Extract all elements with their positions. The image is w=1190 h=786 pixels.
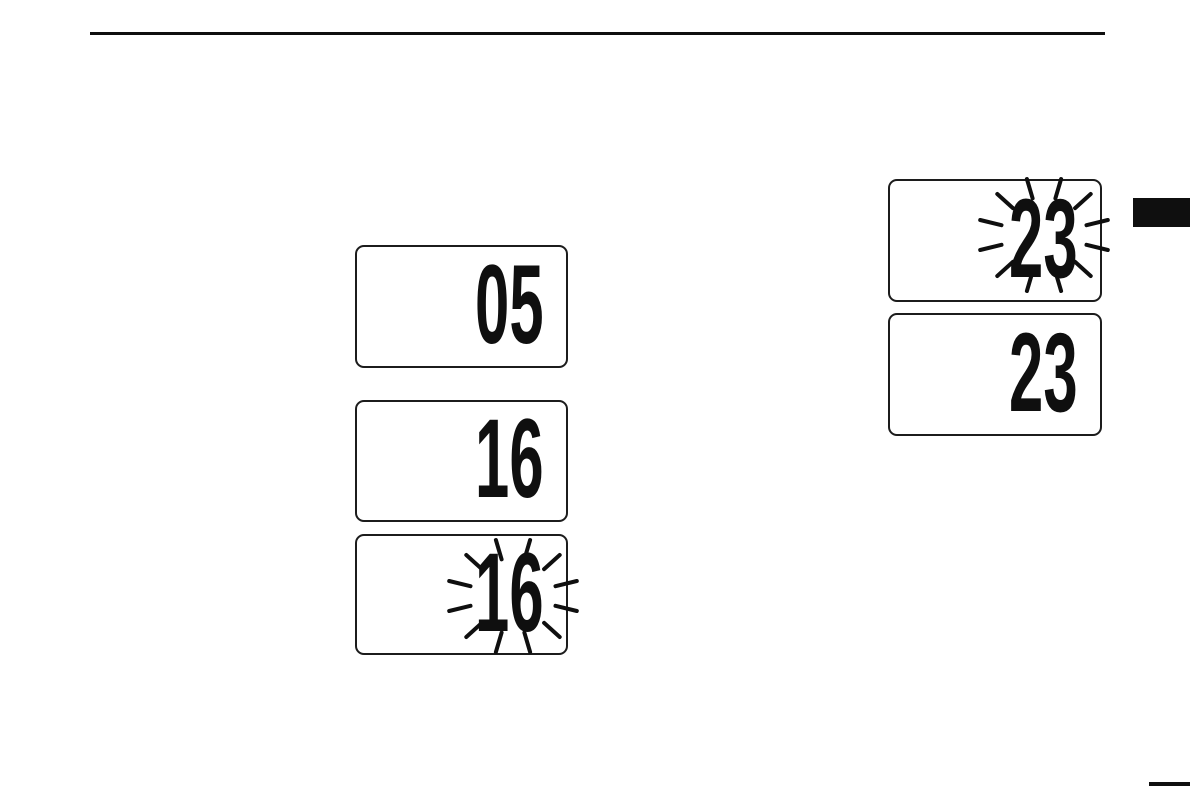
footer-rule bbox=[1149, 782, 1190, 786]
header-rule bbox=[90, 32, 1105, 35]
lcd-display-channel-16: 16 bbox=[355, 400, 568, 522]
channel-number: 16 bbox=[475, 396, 544, 521]
channel-number: 05 bbox=[475, 241, 544, 367]
lcd-display-channel-23-flashing: 23 bbox=[888, 175, 1110, 302]
blinking-marks-icon bbox=[978, 177, 1110, 293]
blinking-marks-icon bbox=[447, 538, 579, 654]
page-index-tab bbox=[1133, 198, 1190, 227]
lcd-display-channel-16-flashing: 16 bbox=[355, 529, 579, 655]
channel-number: 23 bbox=[1009, 175, 1078, 301]
channel-number: 16 bbox=[475, 529, 544, 655]
lcd-display-channel-05: 05 bbox=[355, 245, 568, 368]
lcd-display-channel-23: 23 bbox=[888, 313, 1102, 436]
channel-number: 23 bbox=[1009, 309, 1078, 435]
